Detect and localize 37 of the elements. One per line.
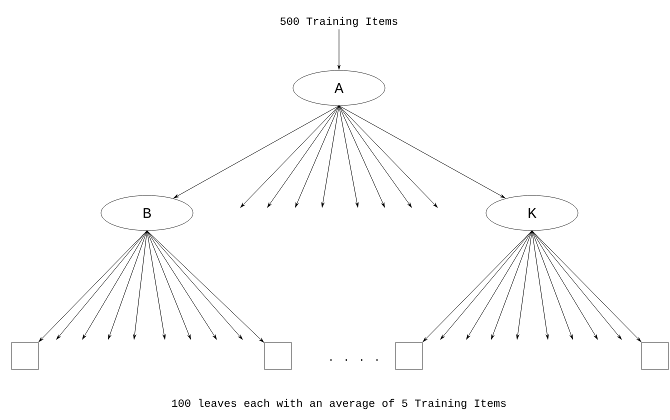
- arrow: [532, 230, 549, 340]
- arrow: [516, 230, 532, 340]
- arrow: [491, 230, 532, 340]
- arrow: [146, 230, 166, 340]
- input-label: 500 Training Items: [280, 16, 398, 28]
- arrow: [295, 105, 340, 208]
- arrow: [56, 230, 148, 340]
- arrow: [532, 230, 622, 340]
- arrow: [133, 230, 148, 340]
- arrow: [108, 230, 148, 340]
- leaf-box: [395, 342, 423, 370]
- arrow: [146, 230, 191, 340]
- caption: 100 leaves each with an average of 5 Training Items: [172, 398, 506, 410]
- arrow: [338, 105, 412, 208]
- arrow: [440, 230, 532, 340]
- arrow: [532, 230, 573, 340]
- leaf-box: [264, 342, 292, 370]
- arrow: [532, 230, 598, 340]
- ellipsis: . . . .: [330, 359, 378, 361]
- arrow: [38, 230, 148, 342]
- arrow: [338, 105, 506, 198]
- arrow: [240, 105, 340, 208]
- arrow: [146, 230, 264, 343]
- arrow: [146, 230, 217, 340]
- leaf-box: [11, 342, 39, 370]
- arrow: [267, 105, 340, 208]
- arrow: [422, 230, 532, 342]
- leaf-box: [641, 342, 669, 370]
- arrow: [82, 230, 148, 340]
- arrow: [532, 230, 642, 342]
- arrow: [338, 105, 385, 208]
- arrow: [338, 105, 359, 208]
- arrow: [174, 105, 340, 198]
- arrow: [321, 105, 340, 208]
- arrow: [338, 29, 340, 70]
- arrow: [466, 230, 532, 340]
- arrow: [338, 105, 438, 208]
